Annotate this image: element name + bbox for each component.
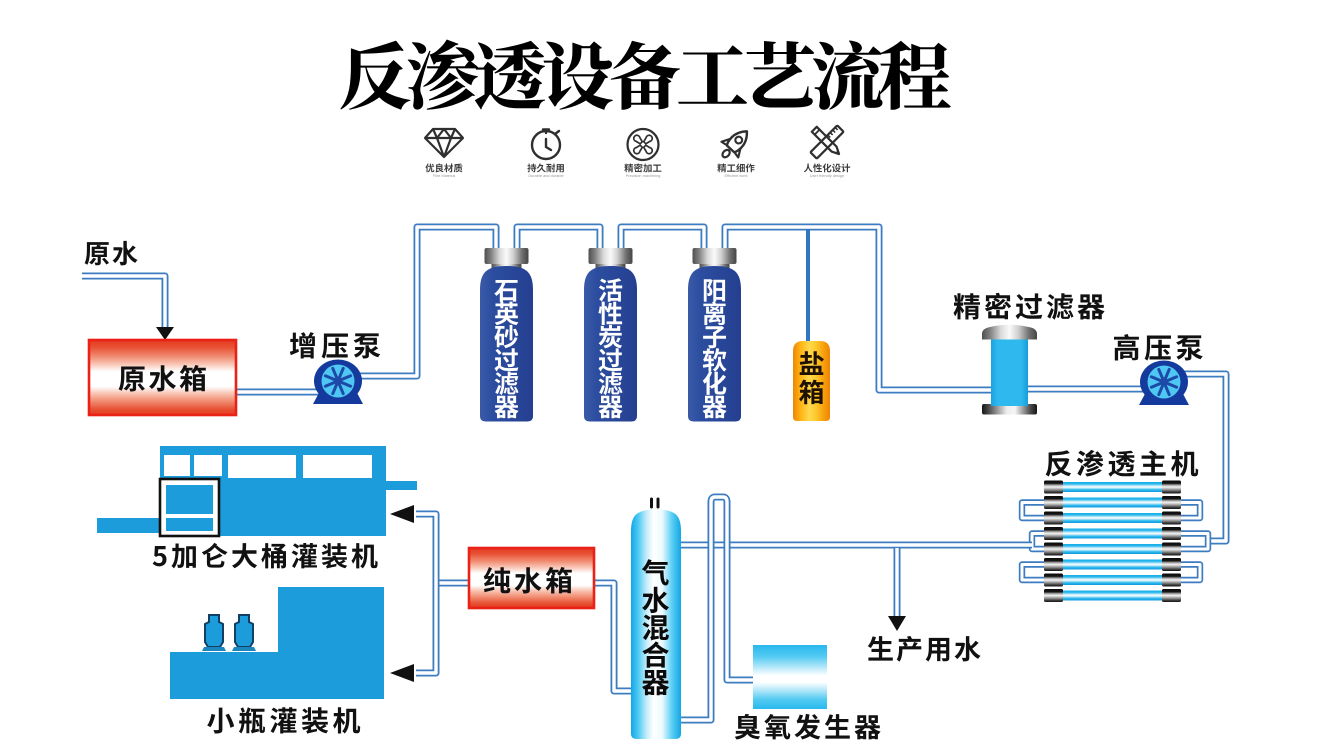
svg-text:User friendly design: User friendly design [810,173,844,178]
svg-text:Precision machining: Precision machining [626,173,661,178]
svg-text:Durable and durable: Durable and durable [528,173,563,178]
svg-text:Efficient work: Efficient work [724,173,747,178]
svg-text:Fine Material: Fine Material [433,173,456,178]
